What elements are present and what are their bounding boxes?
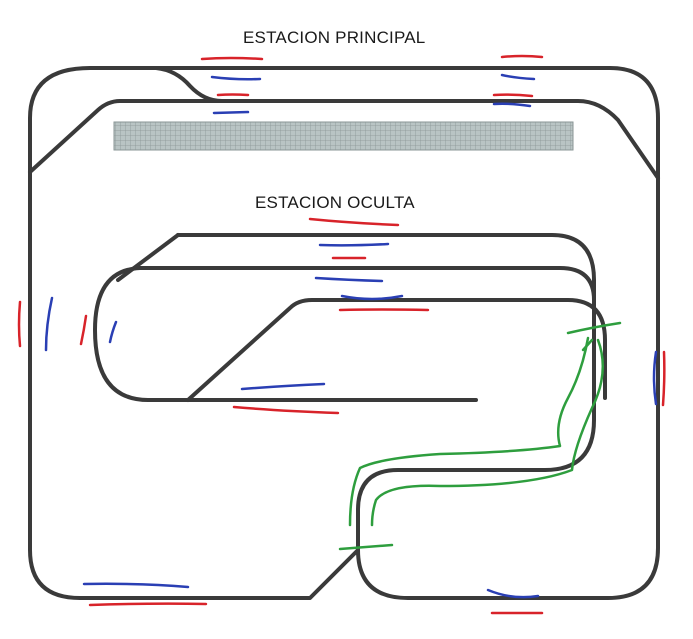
blue-markers xyxy=(44,73,658,599)
main-station-label: ESTACION PRINCIPAL xyxy=(243,28,426,47)
main-station-crossover xyxy=(154,66,224,103)
hidden-station-label: ESTACION OCULTA xyxy=(255,193,415,212)
hidden-turnaround-loop xyxy=(93,266,478,402)
main-station-platform xyxy=(113,121,574,151)
red-markers xyxy=(17,54,666,615)
hidden-inner-siding xyxy=(186,298,607,402)
hidden-loop-track-2 xyxy=(116,233,180,282)
outer-loop-track xyxy=(28,66,660,600)
main-station-inner-track xyxy=(28,99,660,180)
track-lines xyxy=(28,66,660,600)
hidden-loop-track-1 xyxy=(176,233,596,302)
hidden-loop-track-3 xyxy=(138,266,596,302)
hidden-station-return-track xyxy=(356,298,596,552)
green-markers xyxy=(338,321,622,551)
